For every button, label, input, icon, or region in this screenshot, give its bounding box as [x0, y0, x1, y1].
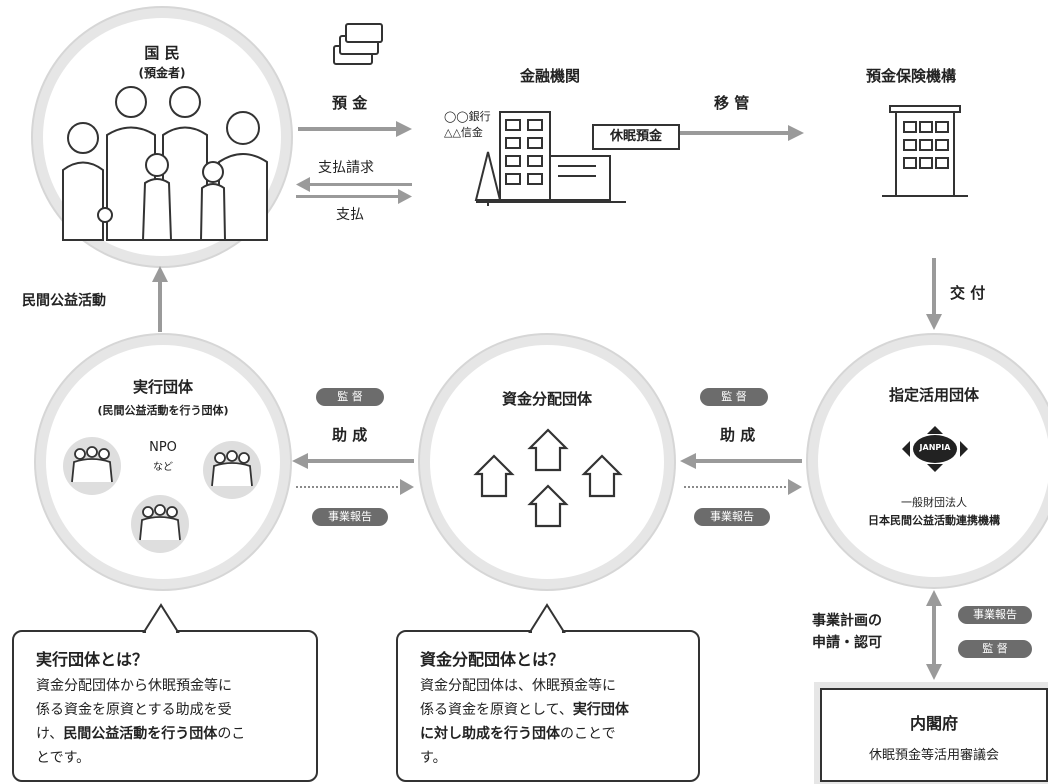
group-icon [131, 495, 189, 553]
callout-executor-line: け、民間公益活動を行う団体のこ [36, 726, 246, 742]
bank-building-icon [474, 111, 626, 206]
callout-distributor-line: 係る資金を原資として、実行団体 [420, 702, 629, 718]
money-icon [333, 23, 383, 65]
civic-activity-arrow-head [152, 266, 168, 282]
payment-request-arrow-head [296, 177, 310, 192]
payment-arrow [296, 195, 400, 198]
deposit-label: 預 金 [332, 94, 368, 112]
right-grant-arrow [694, 459, 802, 463]
citizens-subtitle: (預金者) [138, 66, 186, 80]
dormant-deposit-box: 休眠預金 [592, 124, 680, 150]
payment-arrow-head [398, 189, 412, 204]
financial-title: 金融機関 [520, 67, 581, 85]
left-report-badge: 事業報告 [312, 508, 388, 526]
cabinet-box [820, 688, 1048, 782]
right-report-arrow [684, 486, 790, 488]
npo-label: NPO [149, 440, 177, 455]
left-grant-arrow [306, 459, 414, 463]
callout-distributor-title: 資金分配団体とは？ [420, 650, 565, 669]
right-supervise-badge: 監 督 [700, 388, 768, 406]
right-report-badge: 事業報告 [694, 508, 770, 526]
callout-distributor-line: に対し助成を行う団体のことで [420, 726, 616, 742]
dic-building-icon [882, 105, 968, 197]
apply-double-arrow [932, 604, 936, 666]
grant-label: 交 付 [950, 284, 986, 302]
distributor-title: 資金分配団体 [501, 390, 592, 408]
callout-distributor-body: 資金分配団体は、休眠預金等に 係る資金を原資として、実行団体 に対し助成を行う団… [420, 674, 694, 770]
payment-label: 支払 [336, 207, 364, 223]
callout-distributor-line: す。 [420, 750, 447, 766]
grant-arrow [932, 258, 936, 316]
payment-request-arrow [306, 183, 412, 186]
callout-executor-line: とです。 [36, 750, 91, 766]
callout-distributor: 資金分配団体とは？ 資金分配団体は、休眠預金等に 係る資金を原資として、実行団体… [396, 630, 700, 782]
npo-etc-label: など [153, 462, 173, 473]
apply-arrow-head-down [926, 664, 942, 680]
cabinet-report-badge: 事業報告 [958, 606, 1032, 624]
apply-label-line1: 事業計画の [812, 613, 882, 629]
left-grant-label: 助 成 [332, 426, 368, 444]
janpia-logo-icon [902, 426, 968, 472]
callout-distributor-pointer [528, 603, 566, 634]
left-report-arrow [296, 486, 402, 488]
left-grant-arrow-head [292, 453, 308, 469]
left-supervise-badge: 監 督 [316, 388, 384, 406]
left-report-arrow-head [400, 479, 414, 495]
callout-executor-line: 資金分配団体から休眠預金等に [36, 678, 232, 694]
callout-executor-title: 実行団体とは？ [36, 650, 149, 669]
executor-subtitle: (民間公益活動を行う団体) [97, 404, 229, 417]
callout-executor-pointer [142, 603, 180, 634]
right-grant-label: 助 成 [720, 426, 756, 444]
bank2-label: △△信金 [444, 126, 483, 139]
citizens-title: 国 民 [144, 44, 180, 62]
designated-org-line2: 日本民間公益活動連携機構 [868, 514, 1000, 527]
transfer-arrow [680, 131, 790, 135]
houses-icon [473, 428, 623, 528]
callout-executor-line: 係る資金を原資とする助成を受 [36, 702, 232, 718]
callout-distributor-line: 資金分配団体は、休眠預金等に [420, 678, 616, 694]
bank1-label: ◯◯銀行 [444, 110, 491, 123]
group-icon [203, 441, 261, 499]
designated-org-line1: 一般財団法人 [901, 496, 967, 509]
deposit-arrow [298, 127, 398, 131]
cabinet-council: 休眠預金等活用審議会 [868, 748, 999, 763]
people-illustration [62, 86, 268, 241]
grant-arrow-head [926, 314, 942, 330]
transfer-arrow-head [788, 125, 804, 141]
right-report-arrow-head [788, 479, 802, 495]
dic-title: 預金保険機構 [866, 67, 957, 85]
civic-activity-label: 民間公益活動 [22, 293, 106, 309]
callout-executor: 実行団体とは？ 資金分配団体から休眠預金等に 係る資金を原資とする助成を受 け、… [12, 630, 318, 782]
cabinet-supervise-badge: 監 督 [958, 640, 1032, 658]
cabinet-title: 内閣府 [909, 714, 958, 733]
civic-activity-arrow [158, 280, 162, 332]
deposit-arrow-head [396, 121, 412, 137]
designated-title: 指定活用団体 [888, 386, 979, 404]
transfer-label: 移 管 [714, 94, 750, 112]
janpia-logo-text: JANPIA [919, 443, 951, 452]
callout-executor-body: 資金分配団体から休眠預金等に 係る資金を原資とする助成を受 け、民間公益活動を行… [36, 674, 312, 770]
right-grant-arrow-head [680, 453, 696, 469]
group-icon [63, 437, 121, 495]
payment-request-label: 支払請求 [318, 160, 374, 176]
executor-title: 実行団体 [132, 378, 193, 396]
apply-label-line2: 申請・認可 [812, 635, 882, 651]
apply-arrow-head-up [926, 590, 942, 606]
